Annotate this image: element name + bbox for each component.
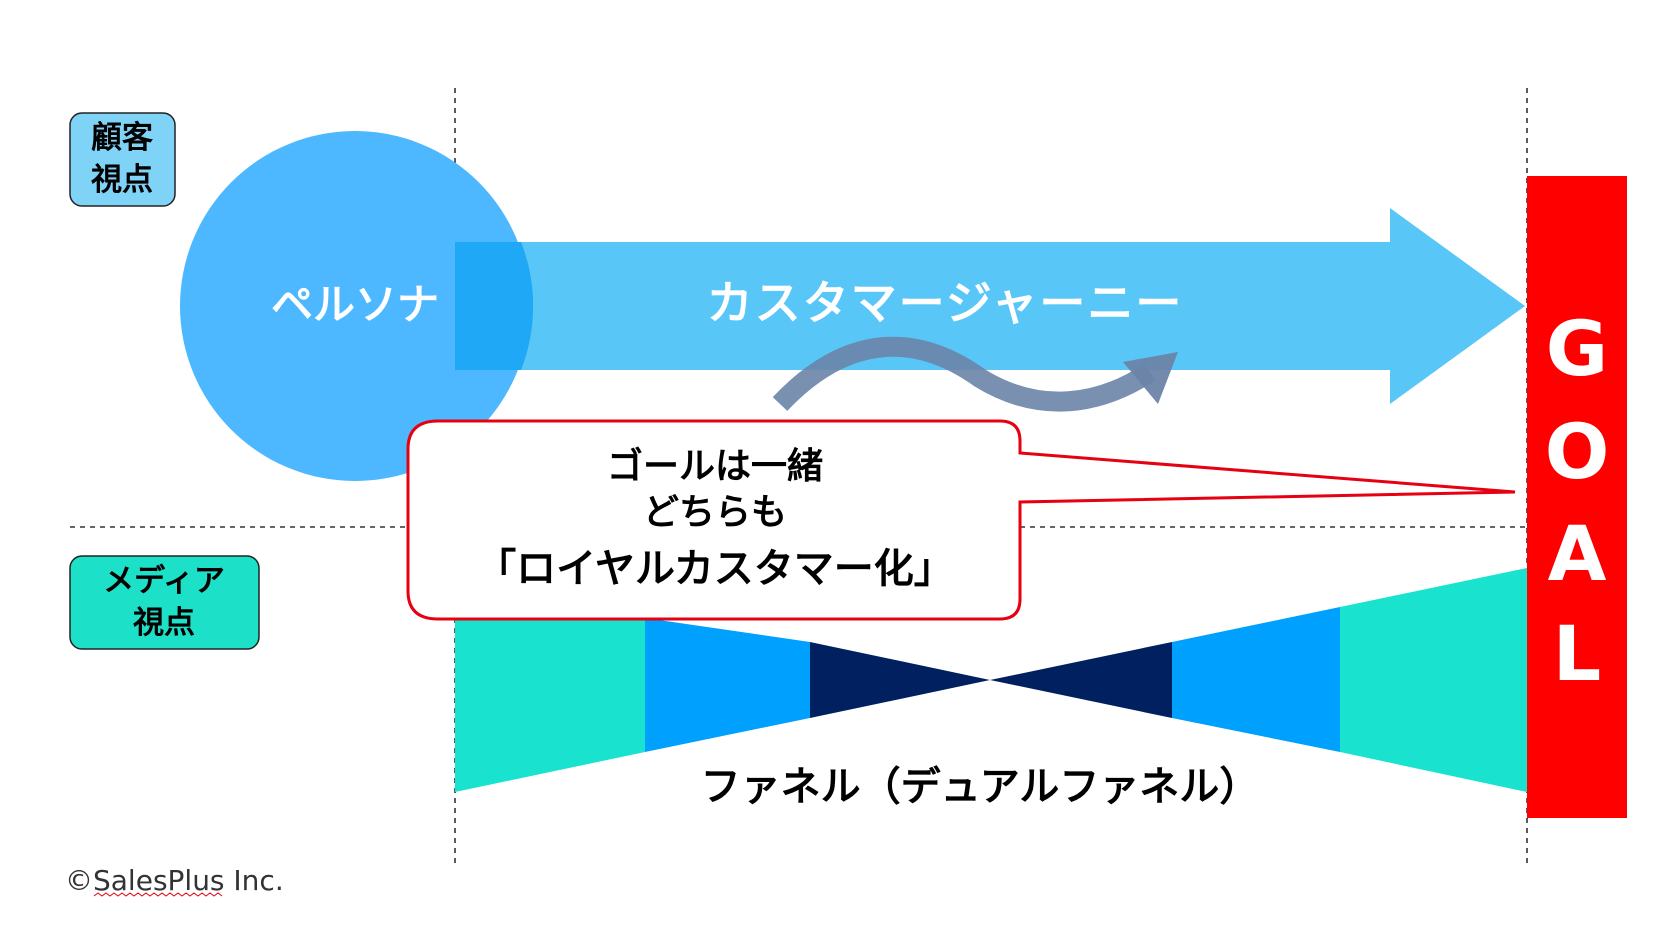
media-view-label-line1: メディア: [103, 563, 225, 599]
funnel-label: ファネル（デュアルファネル）: [701, 764, 1260, 810]
callout-bubble: [406, 419, 1516, 621]
media-view-label-line2: 視点: [133, 605, 195, 641]
funnel-right-outer: [1340, 568, 1527, 792]
goal-letter-l: L: [1553, 609, 1601, 698]
funnel-left-inner: [810, 642, 990, 718]
customer-journey-arrow: [455, 208, 1525, 404]
goal-letter-o: O: [1545, 407, 1610, 496]
callout-line2: どちらも: [643, 492, 787, 533]
goal-bar: [1527, 176, 1627, 818]
callout-line1: ゴールは一緒: [607, 445, 823, 487]
curved-arrow-icon: [772, 336, 1178, 412]
funnel-left-middle: [645, 618, 810, 752]
spellcheck-underline: [93, 892, 223, 897]
persona-label: ペルソナ: [271, 280, 439, 329]
customer-view-label-line2: 視点: [91, 162, 153, 198]
persona-arrow-overlap: [455, 242, 534, 370]
funnel-right-middle: [1172, 607, 1340, 752]
media-view-badge: [69, 555, 260, 650]
copyright-text: ©SalesPlus Inc.: [65, 864, 284, 897]
customer-view-label-line1: 顧客: [91, 120, 153, 156]
customer-journey-label: カスタマージャーニー: [707, 276, 1184, 330]
funnel-right-inner: [990, 642, 1172, 718]
callout-line3: 「ロイヤルカスタマー化」: [476, 546, 954, 592]
persona-circle: [180, 131, 530, 481]
customer-view-badge: [69, 112, 176, 207]
goal-letter-a: A: [1548, 509, 1607, 598]
funnel-left-outer: [455, 618, 645, 792]
goal-letter-g: G: [1546, 304, 1608, 393]
